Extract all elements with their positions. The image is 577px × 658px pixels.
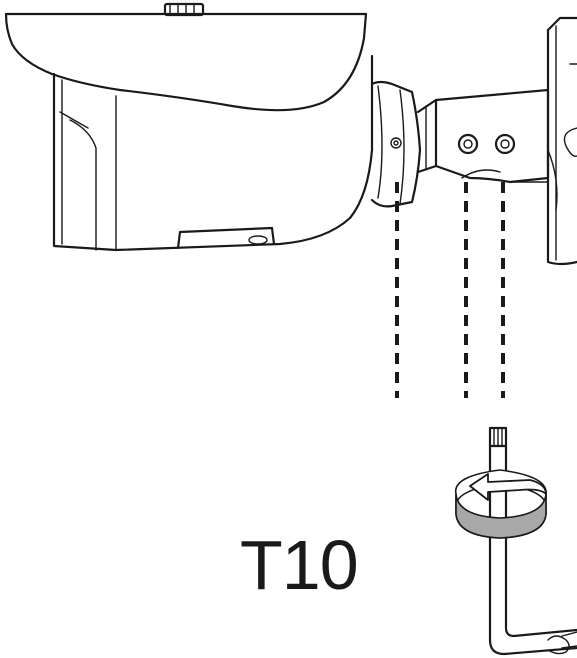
- screw-guide-lines: [395, 182, 505, 398]
- wall-bracket-icon: [416, 16, 577, 266]
- rotate-arrow-icon: [455, 469, 547, 539]
- torx-screwdriver-icon: [488, 426, 577, 656]
- tool-label: T10: [240, 526, 359, 604]
- bullet-camera-icon: [4, 2, 422, 252]
